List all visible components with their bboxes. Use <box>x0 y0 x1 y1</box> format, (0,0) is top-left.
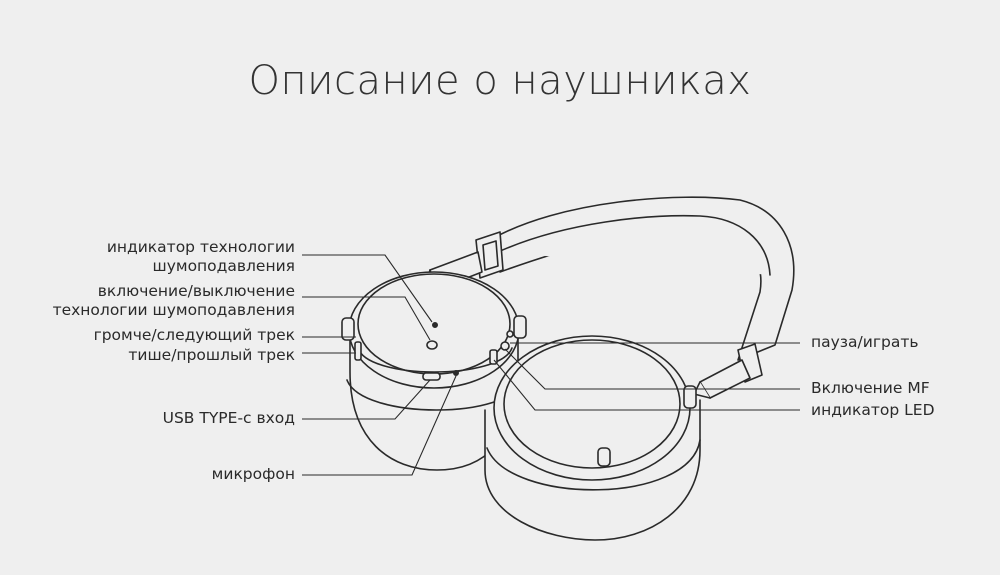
label-volume-down: тише/прошлый трек <box>128 346 295 364</box>
page-title: Описание о наушниках <box>248 58 752 104</box>
leader-mic <box>302 375 457 476</box>
label-anc-power: включение/выключение технологии шумопода… <box>52 282 295 319</box>
label-play-pause: пауза/играть <box>811 333 919 351</box>
right-earcup <box>484 335 701 541</box>
label-volume-up: громче/следующий трек <box>93 326 295 344</box>
headband <box>489 196 795 361</box>
leader-anc-indicator <box>302 254 433 323</box>
label-mic: микрофон <box>211 465 295 483</box>
label-led: индикатор LED <box>811 401 935 419</box>
left-earcup <box>341 271 527 471</box>
leader-mf-power <box>504 348 800 390</box>
label-usb: USB TYPE-c вход <box>162 409 295 427</box>
leader-anc-power <box>302 296 431 341</box>
label-anc-indicator: индикатор технологии шумоподавления <box>106 238 295 275</box>
label-mf-power: Включение MF <box>811 379 930 397</box>
leader-usb <box>302 379 431 420</box>
right-hinge <box>693 343 763 399</box>
leader-led <box>493 359 800 411</box>
